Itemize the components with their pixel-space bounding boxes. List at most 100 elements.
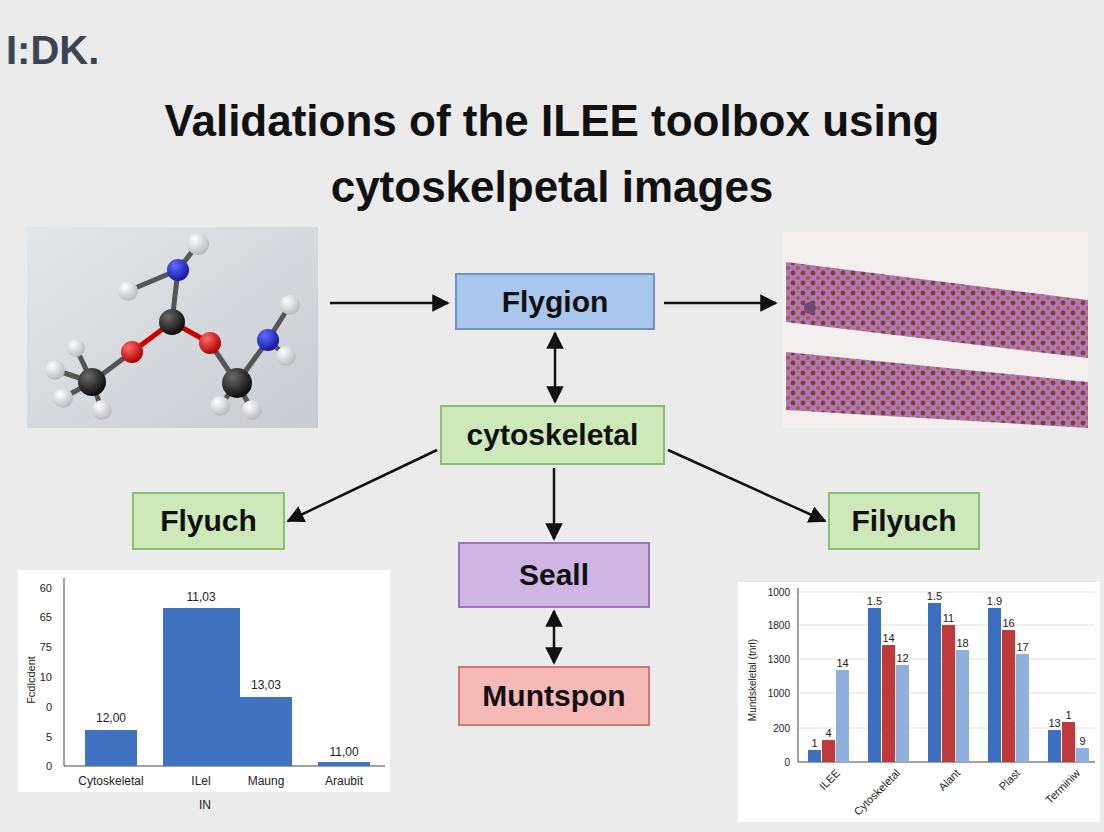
chart-bar bbox=[956, 650, 969, 762]
tick-label: 0 bbox=[46, 760, 52, 772]
bar-value: 14 bbox=[836, 657, 848, 669]
box-label: cytoskeletal bbox=[467, 417, 639, 453]
grid-line bbox=[798, 592, 1095, 593]
chart-bar bbox=[85, 730, 137, 766]
tissue-micrograph bbox=[782, 232, 1088, 428]
flow-arrow bbox=[330, 302, 448, 305]
tissue-band bbox=[786, 262, 1088, 358]
chart-bar bbox=[163, 608, 240, 766]
chart-bar bbox=[1076, 748, 1089, 762]
tick-label: 200 bbox=[773, 723, 790, 734]
box-label: Filyuch bbox=[851, 503, 956, 539]
micrograph-backdrop bbox=[782, 232, 1088, 428]
bar-value: 1.9 bbox=[987, 595, 1002, 607]
molecule-atom bbox=[222, 368, 252, 398]
molecule-atom bbox=[276, 346, 296, 366]
bar-value: 4 bbox=[825, 727, 831, 739]
bar-value: 1.5 bbox=[927, 590, 942, 602]
tick-label: 1800 bbox=[768, 620, 790, 631]
tick-label: 75 bbox=[40, 641, 52, 653]
chart-panel bbox=[738, 582, 1100, 822]
molecule-atom bbox=[199, 332, 221, 354]
tick-label: 0 bbox=[784, 757, 790, 768]
chart-bar bbox=[1048, 730, 1061, 762]
chart-bar bbox=[836, 670, 849, 762]
process-box: Muntspon bbox=[458, 666, 650, 726]
chart-bar bbox=[988, 608, 1001, 762]
bar-value: 17 bbox=[1016, 641, 1028, 653]
molecule-atom bbox=[121, 341, 143, 363]
molecule-atom bbox=[257, 329, 279, 351]
connector-arrow bbox=[668, 450, 825, 521]
axis-title: IN bbox=[199, 799, 211, 812]
bar-value: 18 bbox=[956, 637, 968, 649]
bar-value: 14 bbox=[882, 632, 894, 644]
connector-arrow bbox=[553, 611, 556, 663]
box-label: Flygion bbox=[502, 284, 609, 320]
molecule-illustration bbox=[27, 227, 318, 428]
bar-value: 11,03 bbox=[186, 591, 215, 604]
molecule-bond bbox=[55, 244, 290, 410]
chart-bar bbox=[1062, 722, 1075, 762]
box-label: Muntspon bbox=[482, 678, 625, 714]
molecule-backdrop bbox=[27, 227, 318, 428]
category-label: Araubit bbox=[325, 775, 363, 788]
process-box: Seall bbox=[458, 542, 650, 608]
tick-label: 10 bbox=[40, 671, 52, 683]
bar-value: 11,00 bbox=[329, 746, 358, 759]
tick-label: 0 bbox=[46, 701, 52, 713]
category-label: Maung bbox=[248, 775, 285, 788]
connector-arrow bbox=[288, 450, 437, 521]
chart-bar bbox=[318, 762, 370, 766]
molecule-atom bbox=[280, 295, 300, 315]
process-box: cytoskeletal bbox=[440, 405, 665, 465]
bar-value: 1 bbox=[811, 737, 817, 749]
tick-label: 65 bbox=[40, 611, 52, 623]
connector-arrow bbox=[554, 333, 557, 402]
molecule-atom bbox=[78, 368, 106, 396]
chart-bar bbox=[942, 625, 955, 762]
connector-arrow bbox=[553, 468, 556, 539]
molecule-atom bbox=[67, 339, 85, 357]
bar-value: 11 bbox=[943, 612, 954, 624]
process-box: Flygion bbox=[455, 273, 655, 330]
tick-label: 5 bbox=[46, 731, 52, 743]
molecule-atom bbox=[242, 400, 262, 420]
bar-chart-left bbox=[18, 570, 390, 792]
chart-bar bbox=[1016, 654, 1029, 762]
bar-value: 16 bbox=[1002, 617, 1014, 629]
bar-value: 12,00 bbox=[96, 712, 126, 725]
molecule-atom bbox=[92, 400, 112, 420]
chart-panel bbox=[18, 570, 390, 792]
chart-bar bbox=[822, 740, 835, 762]
box-label: Seall bbox=[519, 557, 589, 593]
bar-value: 9 bbox=[1079, 735, 1085, 747]
chart-bar bbox=[896, 665, 909, 762]
process-box: Flyuch bbox=[132, 492, 285, 550]
axis-line bbox=[798, 588, 799, 762]
logo: I:DK. bbox=[6, 28, 99, 72]
chart-bar bbox=[882, 645, 895, 762]
tissue-cell bbox=[804, 302, 816, 314]
process-box: Filyuch bbox=[828, 492, 980, 550]
tick-label: 1000 bbox=[768, 688, 790, 699]
tick-label: 1300 bbox=[768, 654, 790, 665]
chart-bar bbox=[808, 750, 821, 762]
bar-value: 13,03 bbox=[251, 679, 281, 692]
bar-value: 1 bbox=[1065, 709, 1071, 721]
molecule-atom bbox=[187, 233, 209, 255]
molecule-atom bbox=[45, 233, 300, 420]
chart-bar bbox=[240, 697, 292, 766]
axis-title: Mundskeletal (tnrl) bbox=[747, 639, 758, 721]
chart-bar bbox=[1002, 630, 1015, 762]
molecule-atom bbox=[118, 281, 138, 301]
diagram-title: Validations of the ILEE toolbox using cy… bbox=[62, 88, 1042, 220]
tick-label: 60 bbox=[40, 582, 52, 594]
molecule-atom bbox=[53, 388, 73, 408]
bar-value: 13 bbox=[1048, 717, 1060, 729]
box-label: Flyuch bbox=[160, 503, 257, 539]
chart-bar bbox=[808, 603, 1089, 762]
category-label: ILel bbox=[191, 775, 210, 788]
tick-label: 1000 bbox=[768, 587, 790, 598]
